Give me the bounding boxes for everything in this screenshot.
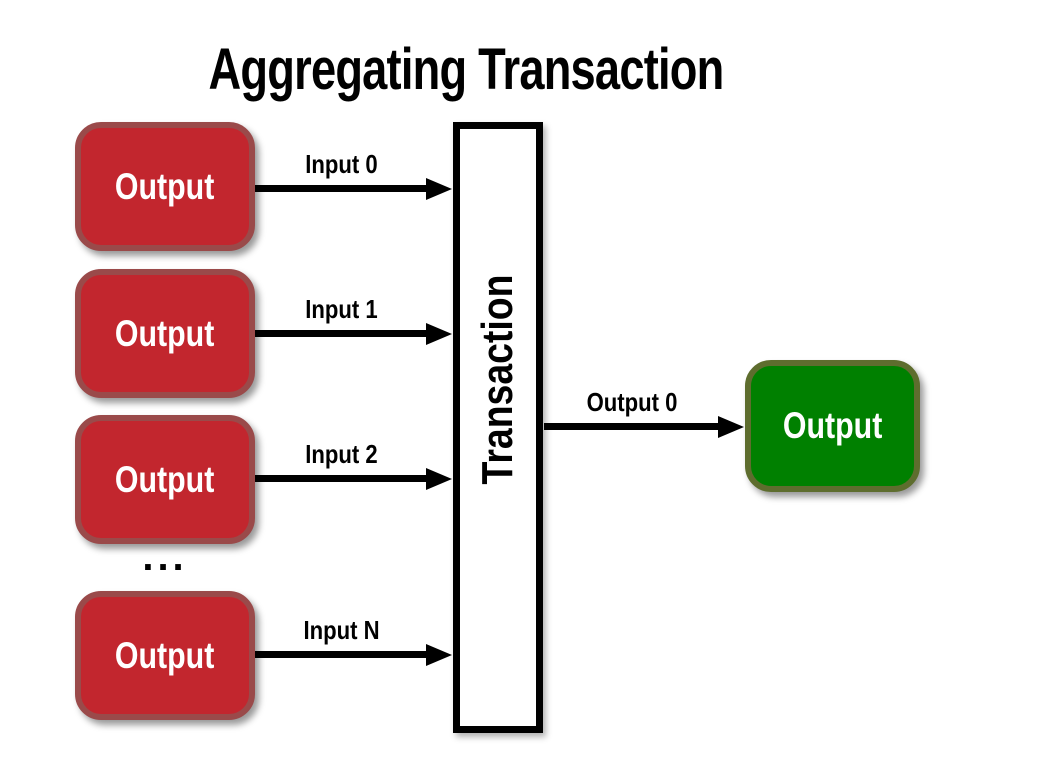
input-source-box-n-label: Output	[115, 634, 215, 676]
output-result-box-label: Output	[782, 405, 883, 446]
ellipsis-more-inputs: ...	[142, 535, 188, 579]
output-arrow-0: Output 0	[544, 382, 744, 438]
input-arrow-n-label: Input N	[303, 615, 380, 645]
input-source-box-n: Output	[75, 591, 255, 720]
arrow-line	[255, 475, 428, 482]
input-source-box-1: Output	[75, 269, 255, 398]
input-arrow-1-label: Input 1	[305, 294, 378, 324]
arrow-line	[255, 185, 428, 192]
arrowhead-right-icon	[426, 643, 452, 666]
diagram-title: Aggregating Transaction	[208, 37, 725, 102]
input-arrow-1: Input 1	[255, 289, 452, 345]
input-source-box-0-label: Output	[115, 165, 215, 207]
input-source-box-1-label: Output	[115, 312, 215, 354]
output-result-box: Output	[745, 360, 920, 492]
input-arrow-0-label: Input 0	[305, 149, 378, 179]
arrow-line	[255, 330, 428, 337]
input-arrow-2-label: Input 2	[305, 439, 378, 469]
input-source-box-2-label: Output	[115, 458, 215, 500]
arrowhead-right-icon	[426, 467, 452, 490]
arrow-line	[544, 423, 720, 430]
transaction-box: Transaction	[453, 122, 543, 733]
arrow-line	[255, 651, 428, 658]
output-arrow-0-label: Output 0	[586, 387, 678, 417]
transaction-box-label: Transaction	[473, 274, 522, 485]
input-arrow-2: Input 2	[255, 434, 452, 490]
input-source-box-2: Output	[75, 415, 255, 544]
arrowhead-right-icon	[426, 177, 452, 200]
arrowhead-right-icon	[718, 415, 744, 438]
input-arrow-0: Input 0	[255, 144, 452, 200]
input-source-box-0: Output	[75, 122, 255, 251]
input-arrow-n: Input N	[255, 610, 452, 666]
arrowhead-right-icon	[426, 322, 452, 345]
